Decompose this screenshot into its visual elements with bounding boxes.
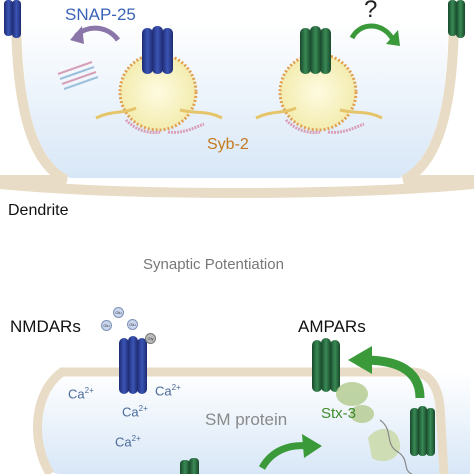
top-panel (0, 0, 474, 198)
green-arrowhead-lower (302, 434, 322, 458)
purple-arrowhead (70, 26, 84, 44)
snap25-label: SNAP-25 (65, 5, 136, 24)
glutamate-ligand: Glu (127, 319, 138, 330)
ampar-receptor-right (448, 0, 465, 38)
ampar-receptor-bottom (312, 338, 340, 392)
nmdar-receptor-bottom (119, 336, 147, 394)
ampar-receptor-lower (180, 458, 199, 474)
bottom-panel (33, 336, 470, 474)
question-mark-label: ? (364, 0, 378, 23)
nmdar-on-vesicle (142, 26, 173, 74)
green-arrow-upper (363, 355, 425, 399)
stx3-complex (336, 382, 374, 423)
syb2-label: Syb-2 (207, 136, 249, 153)
membrane-bottom (33, 367, 449, 474)
sm-protein-shape (368, 428, 401, 462)
snare-strand (379, 419, 413, 474)
nmdars-label: NMDARs (10, 317, 81, 336)
nmdar-receptor-left (4, 0, 21, 38)
calcium-ion-label: Ca2+ (68, 386, 94, 402)
panel-title: Synaptic Potentiation (143, 256, 284, 273)
calcium-ion-label: Ca2+ (122, 404, 148, 420)
green-arrow-top (349, 23, 395, 40)
stx3-label: Stx-3 (321, 405, 357, 422)
calcium-ion-label: Ca2+ (115, 434, 141, 450)
green-arrowhead-upper (348, 346, 372, 374)
dendrite-membrane (0, 179, 474, 198)
ampar-on-vesicle (300, 26, 331, 74)
snare-fragments (57, 61, 99, 90)
ampar-receptor-side (410, 406, 435, 456)
vesicle-left (95, 52, 223, 134)
glutamate-ligand: Glu (101, 320, 112, 331)
glutamate-ligand: Glu (113, 307, 124, 318)
vesicle-right (255, 52, 383, 134)
ampars-label: AMPARs (298, 317, 366, 336)
sm-protein-label: SM protein (205, 410, 288, 429)
spine-membrane-right (401, 5, 474, 185)
glycine-ligand: Gly (145, 333, 156, 344)
green-arrowhead-top (386, 30, 400, 46)
dendrite-label: Dendrite (8, 202, 69, 219)
calcium-ion-label: Ca2+ (155, 383, 181, 399)
spine-membrane-left (0, 5, 69, 185)
spine-cytoplasm-top (22, 20, 448, 178)
